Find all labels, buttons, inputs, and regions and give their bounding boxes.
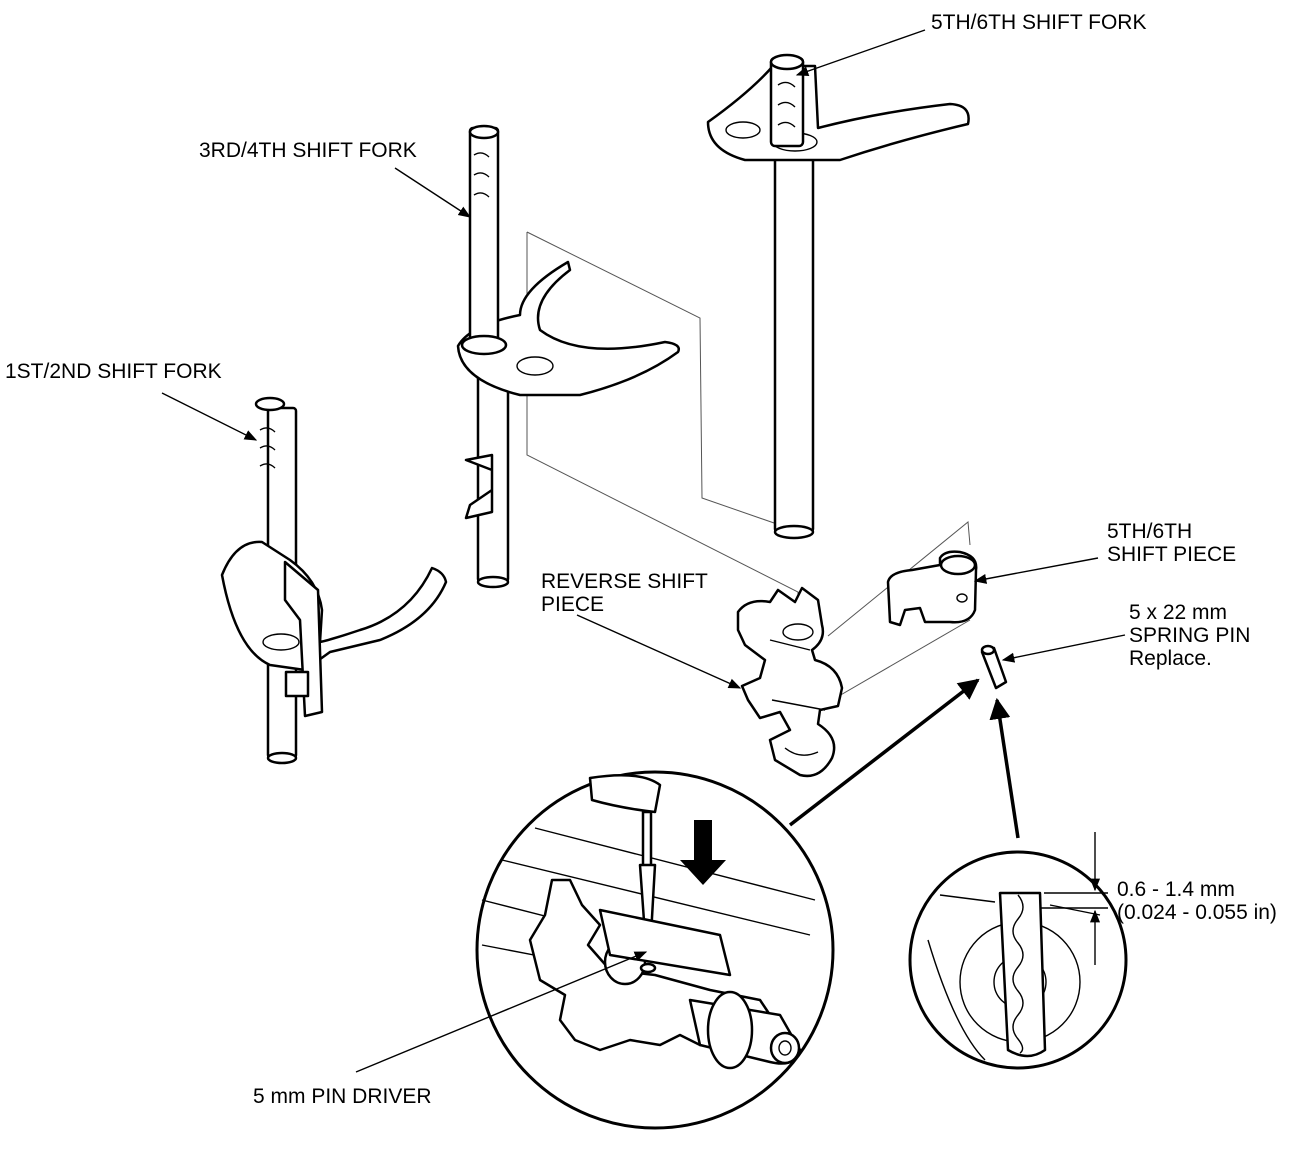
fork-5-6-assembly	[706, 53, 970, 540]
pin-driver-detail-view	[475, 770, 835, 1130]
label-spring-pin-line2: SPRING PIN	[1129, 624, 1251, 647]
label-spring-pin-line1: 5 x 22 mm	[1129, 601, 1228, 624]
label-pin-depth-dimension: 0.6 - 1.4 mm (0.024 - 0.055 in)	[1117, 878, 1277, 924]
label-5th-6th-shift-piece: 5TH/6TH SHIFT PIECE	[1107, 520, 1236, 566]
label-reverse-shift-piece-line2: PIECE	[541, 593, 605, 616]
label-reverse-shift-piece: REVERSE SHIFT PIECE	[541, 570, 708, 616]
label-dimension-mm: 0.6 - 1.4 mm	[1117, 878, 1235, 901]
label-spring-pin-line3: Replace.	[1129, 647, 1212, 670]
shift-piece-5-6	[886, 550, 978, 627]
spring-pin	[980, 644, 1008, 690]
pin-depth-detail-view	[908, 850, 1128, 1070]
label-reverse-shift-piece-line1: REVERSE SHIFT	[541, 570, 708, 593]
fork-3-4-assembly	[456, 124, 680, 589]
label-3rd-4th-shift-fork: 3RD/4TH SHIFT FORK	[199, 139, 417, 162]
down-arrow-icon	[680, 820, 726, 885]
label-spring-pin: 5 x 22 mm SPRING PIN Replace.	[1129, 601, 1250, 670]
label-pin-driver: 5 mm PIN DRIVER	[253, 1085, 432, 1108]
reverse-shift-piece	[736, 586, 844, 778]
detail-call-arrows	[788, 678, 1020, 839]
label-5th-6th-shift-piece-line2: SHIFT PIECE	[1107, 543, 1237, 566]
fork-1-2-assembly	[220, 396, 448, 765]
label-1st-2nd-shift-fork: 1ST/2ND SHIFT FORK	[5, 360, 222, 383]
dimension-marks	[1040, 832, 1108, 965]
label-dimension-in: (0.024 - 0.055 in)	[1117, 901, 1277, 924]
label-5th-6th-shift-fork: 5TH/6TH SHIFT FORK	[931, 11, 1147, 34]
label-5th-6th-shift-piece-line1: 5TH/6TH	[1107, 520, 1193, 543]
leader-lines	[161, 29, 1126, 1073]
